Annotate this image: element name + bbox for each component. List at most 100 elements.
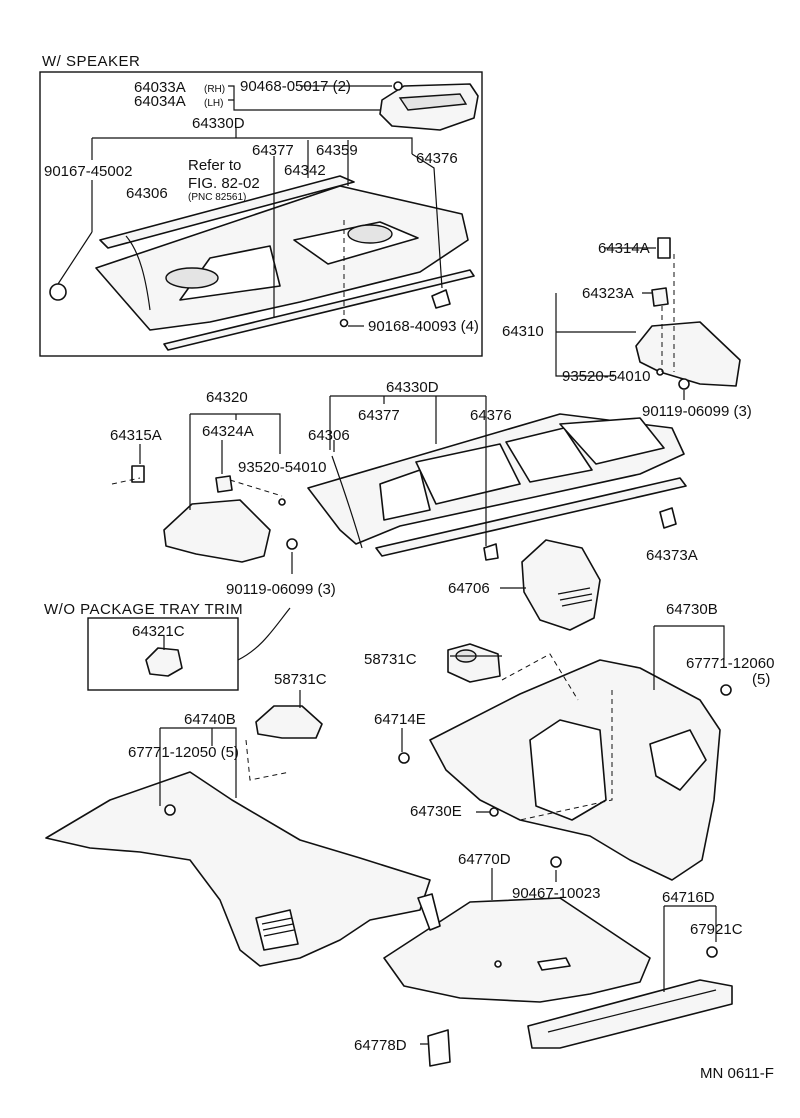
- label-64373a: 64373A: [646, 547, 698, 564]
- mat-handle: [537, 957, 571, 971]
- label-67771-left: 67771-12050 (5): [128, 744, 239, 761]
- label-64377-inset: 64377: [252, 142, 294, 159]
- s-screw-icon: [49, 283, 67, 301]
- trunk-trim-64740b: [45, 771, 431, 967]
- fastener-67771-left: [164, 804, 176, 816]
- label-64376-inset: 64376: [416, 150, 458, 167]
- speaker-inset-frame: [39, 71, 483, 357]
- bracket-64310-group: 64314A 64323A 64310 93520-54010 90119-06…: [502, 237, 752, 420]
- scuff-plate-ridge: [547, 989, 717, 1033]
- clip-shape: [393, 81, 403, 91]
- cover-58731c-left: [255, 705, 323, 739]
- tray-window-4: [559, 417, 665, 465]
- label-64320: 64320: [206, 389, 248, 406]
- mat-hook: [417, 893, 441, 931]
- speaker-bracket-64320: [163, 499, 271, 563]
- scuff-plate-group: 64716D 67921C: [527, 889, 743, 1049]
- label-64730b: 64730B: [666, 601, 718, 618]
- label-64778d: 64778D: [354, 1037, 407, 1054]
- inset-leaders-top: [228, 85, 392, 111]
- label-67771-right-qty: (5): [752, 671, 770, 688]
- label-90119-left: 90119-06099 (3): [226, 581, 336, 598]
- label-refer-1: Refer to: [188, 157, 241, 174]
- label-64321c: 64321C: [132, 623, 185, 640]
- label-64306-main: 64306: [308, 427, 350, 444]
- fastener-90467: [550, 856, 562, 868]
- trunk-trim-right-group: 64730B 67771-12060 (5) 58731C 64714E 647…: [364, 601, 774, 902]
- label-64033a-side: (RH): [204, 84, 225, 95]
- clip-64314a: [657, 237, 671, 259]
- vent-slats: [261, 917, 295, 937]
- tray-seal-64376: [375, 477, 687, 557]
- screw-93520-left: [278, 498, 286, 506]
- label-67921c: 67921C: [690, 921, 743, 938]
- nut-64324a: [215, 475, 233, 493]
- label-64376-main: 64376: [470, 407, 512, 424]
- speaker-inset: W/ SPEAKER 64033A (RH) 64034A (LH) 90468…: [39, 53, 483, 357]
- label-58731c-right: 58731C: [364, 651, 417, 668]
- bolt-90119-right: [678, 378, 690, 390]
- tray-leaders: [329, 395, 487, 546]
- tray-window-1: [379, 469, 431, 521]
- trunk-mat-group: 64770D 64778D: [354, 851, 651, 1067]
- label-64359: 64359: [316, 142, 358, 159]
- label-refer-2: FIG. 82-02: [188, 175, 260, 192]
- trunk-trim-left-group: 64740B 67771-12050 (5) 58731C: [45, 671, 431, 967]
- clip-67921c: [706, 946, 718, 958]
- label-64330d-main: 64330D: [386, 379, 439, 396]
- trim-pocket: [649, 729, 707, 791]
- speaker-bracket-64310: [635, 321, 741, 387]
- tray-clip-main: [483, 543, 499, 561]
- label-90468: 90468-05017 (2): [240, 78, 351, 95]
- scuff-plate-64716d: [527, 979, 733, 1049]
- bracket-64320-group: 64320 64315A 64324A 93520-54010 90119-06…: [110, 389, 336, 598]
- label-64770d: 64770D: [458, 851, 511, 868]
- fastener-64730e: [489, 807, 499, 817]
- inset-rail-top: [99, 175, 355, 249]
- tray-trim-inset-frame: [87, 617, 239, 691]
- label-64306-inset: 64306: [126, 185, 168, 202]
- label-64033a: 64033A: [134, 79, 186, 96]
- label-93520-right: 93520-54010: [562, 368, 650, 385]
- tray-trim-inset-title: W/O PACKAGE TRAY TRIM: [44, 601, 243, 618]
- label-58731c-left: 58731C: [274, 671, 327, 688]
- speaker-grille-shape: [398, 93, 468, 111]
- speaker-inset-title: W/ SPEAKER: [42, 53, 140, 70]
- label-90168: 90168-40093 (4): [368, 318, 479, 335]
- label-64377-main: 64377: [358, 407, 400, 424]
- footer-code: MN 0611-F: [700, 1065, 774, 1082]
- tray-trim-leaders: [163, 607, 291, 661]
- inset-tray-shape: [95, 185, 469, 331]
- inset-wire: [125, 235, 151, 311]
- panel-vents: [557, 587, 593, 607]
- trim-left-dash: [245, 739, 291, 781]
- nut-64323a: [651, 287, 669, 307]
- side-panel-64706-group: 64706: [448, 539, 601, 631]
- bolt-90119-left: [286, 538, 298, 550]
- trunk-mat-64770d: [383, 897, 651, 1003]
- label-64706: 64706: [448, 580, 490, 597]
- label-90119-right: 90119-06099 (3): [642, 403, 752, 420]
- inset-leaders-64330d: [91, 128, 413, 160]
- label-64740b: 64740B: [184, 711, 236, 728]
- trim-right-leaders: [401, 625, 725, 882]
- inset-screw: [339, 318, 349, 328]
- label-64324a: 64324A: [202, 423, 254, 440]
- tray-window-3: [505, 427, 593, 483]
- side-panel-64706: [521, 539, 601, 631]
- speaker-hole-right: [347, 224, 393, 244]
- label-64714e: 64714E: [374, 711, 426, 728]
- mat-hole: [494, 960, 502, 968]
- cover-58731c-right: [447, 643, 501, 683]
- trim-recess: [529, 719, 607, 821]
- tray-window-2: [415, 443, 521, 505]
- label-64342: 64342: [284, 162, 326, 179]
- bracket-left-leaders: [139, 413, 293, 574]
- tray-wire-64306: [331, 455, 363, 549]
- clip-64373a: [659, 507, 677, 529]
- inset-leaders-mid: [273, 140, 443, 318]
- trim-left-leaders: [159, 690, 301, 806]
- label-64310: 64310: [502, 323, 544, 340]
